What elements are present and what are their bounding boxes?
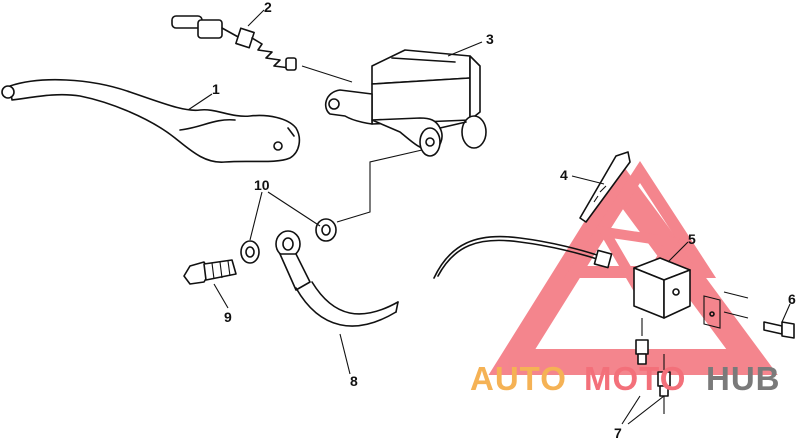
screw-part xyxy=(763,321,795,339)
callout-6: 6 xyxy=(788,291,796,307)
brake-hose-part xyxy=(275,230,613,327)
assembly-lines xyxy=(301,65,423,223)
brake-lever-part xyxy=(1,78,301,163)
callout-3: 3 xyxy=(486,31,494,47)
callout-8: 8 xyxy=(350,373,358,389)
callout-4: 4 xyxy=(560,167,568,183)
junction-block-part xyxy=(633,257,749,329)
callout-labels: 1 2 3 4 5 6 7 8 9 10 xyxy=(212,0,796,441)
callout-10: 10 xyxy=(254,177,270,193)
washer-part xyxy=(240,218,337,264)
master-cylinder-part xyxy=(324,49,487,157)
callout-2: 2 xyxy=(264,0,272,15)
callout-1: 1 xyxy=(212,81,220,97)
watermark-moto: MOTO xyxy=(584,360,686,397)
watermark-hub: HUB xyxy=(706,360,781,397)
callout-5: 5 xyxy=(688,231,696,247)
callout-leaders xyxy=(187,9,791,425)
watermark-text: AUTO MOTO HUB xyxy=(470,360,781,397)
callout-7: 7 xyxy=(614,425,622,441)
watermark-logo xyxy=(488,160,778,375)
fitting-part xyxy=(635,318,671,414)
banjo-bolt-part xyxy=(183,259,237,285)
cable-tie-part xyxy=(579,151,631,223)
watermark-auto: AUTO xyxy=(470,360,567,397)
piston-part xyxy=(171,15,297,71)
callout-9: 9 xyxy=(224,309,232,325)
